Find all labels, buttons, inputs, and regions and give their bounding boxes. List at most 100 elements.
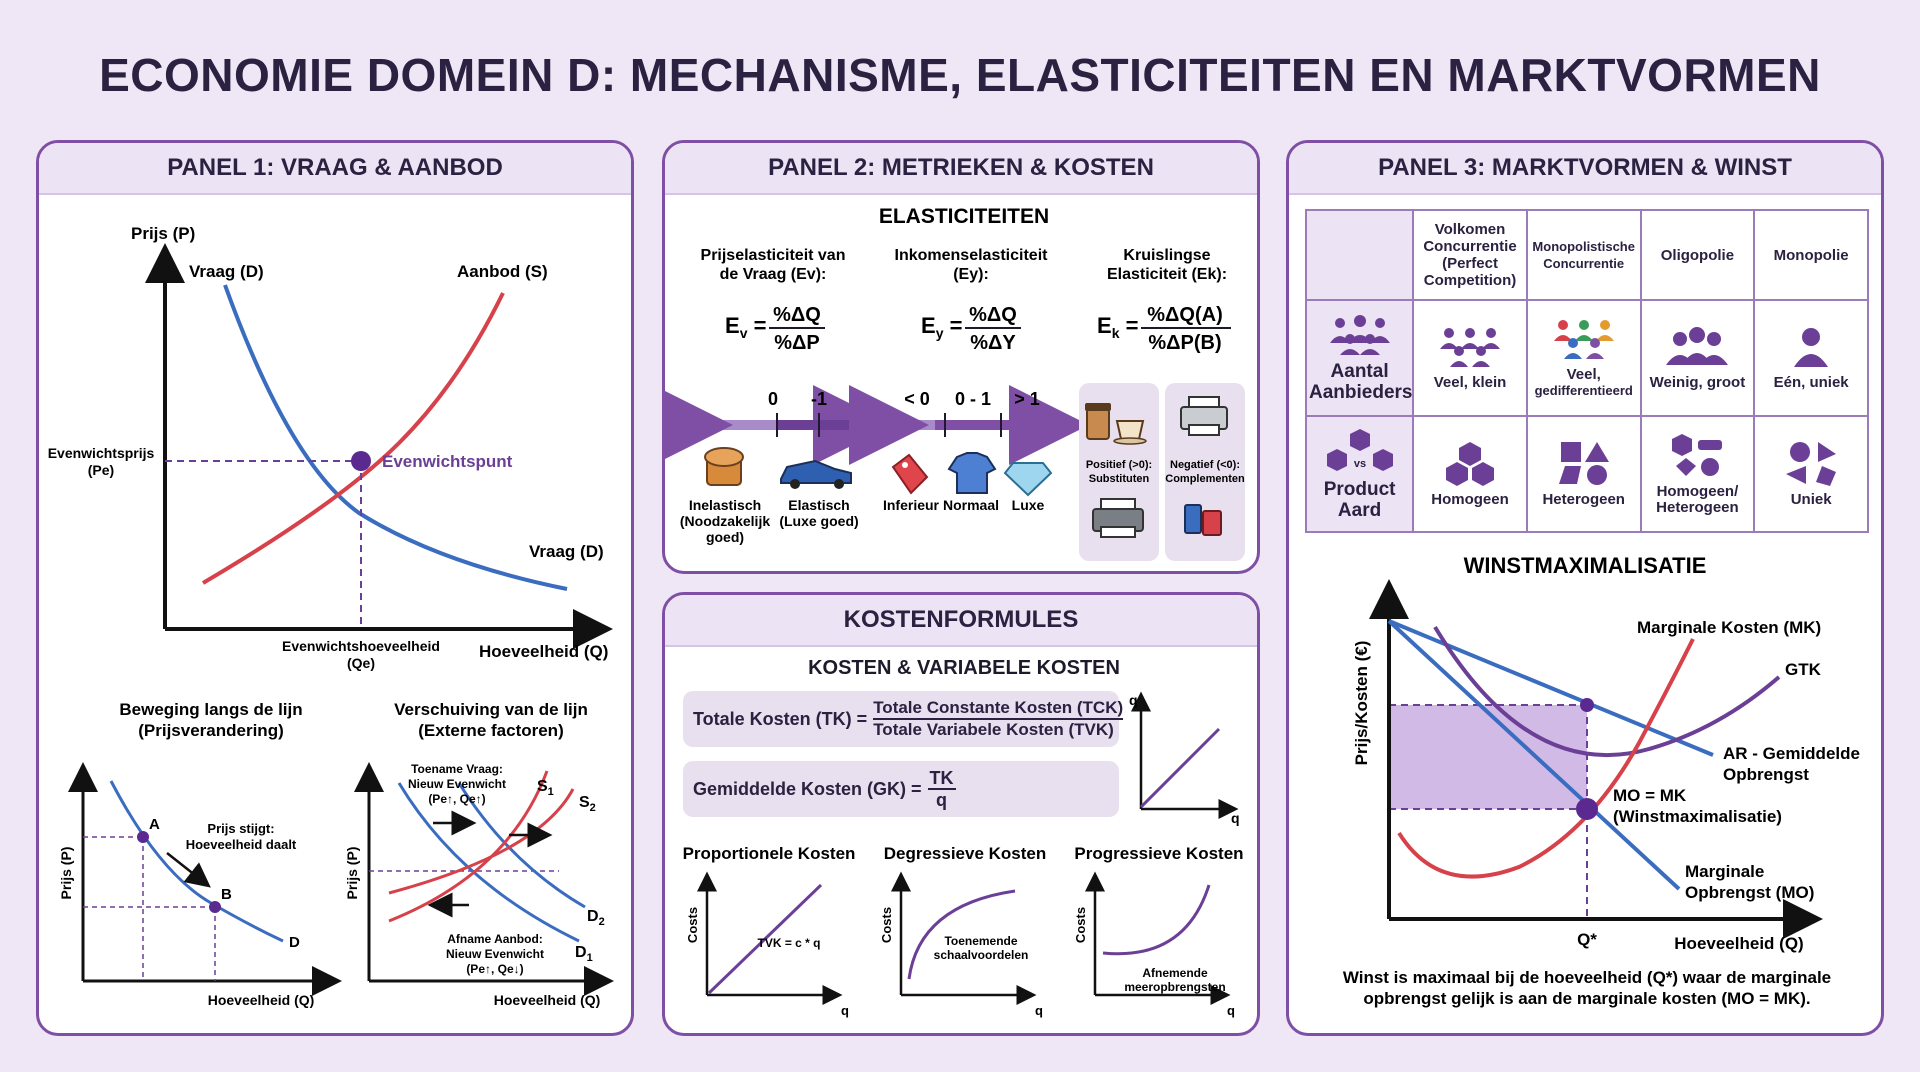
printer-icon-2 bbox=[1180, 396, 1228, 436]
panel-supply-demand: PANEL 1: VRAAG & AANBOD Prijs (P) Hoevee… bbox=[36, 140, 634, 1036]
marginal-revenue-line bbox=[1387, 619, 1681, 891]
mini-cost-line bbox=[1139, 727, 1221, 809]
cell-suppliers-oligopoly: Weinig, groot bbox=[1639, 299, 1756, 417]
degressive-cost-graph: Degressieve Kosten Costs q Toenemende sc… bbox=[879, 844, 1046, 1018]
ev-left-label-2: (Noodzakelijk bbox=[680, 513, 770, 529]
movement-note-1: Prijs stijgt: bbox=[207, 821, 274, 836]
coffee-cup-icon bbox=[1085, 403, 1111, 440]
col-oligopoly: Oligopolie bbox=[1639, 209, 1756, 301]
table-corner bbox=[1304, 209, 1415, 301]
svg-text:q: q bbox=[1227, 1003, 1235, 1018]
cell-product-monopoly: Uniek bbox=[1753, 415, 1869, 533]
shift-demand-d1 bbox=[397, 782, 580, 943]
cubes-versus-icon: vs bbox=[1326, 429, 1393, 471]
cell-suppliers-monopolistic: Veel,gedifferentieerd bbox=[1525, 299, 1642, 417]
mk-label: Marginale Kosten (MK) bbox=[1637, 618, 1821, 637]
movement-demand-curve bbox=[109, 780, 284, 943]
profit-area bbox=[1389, 705, 1587, 809]
ar-label-1: AR - Gemiddelde bbox=[1723, 744, 1860, 763]
movement-arrow bbox=[166, 852, 211, 888]
shift-x-label: Hoeveelheid (Q) bbox=[494, 992, 601, 1008]
ey-tick-a-label: < 0 bbox=[904, 389, 930, 409]
svg-text:Afnemende: Afnemende bbox=[1142, 966, 1208, 980]
ey-symbol: Ey = bbox=[921, 313, 962, 341]
supply-curve bbox=[201, 292, 505, 585]
col-monopoly: Monopolie bbox=[1753, 209, 1869, 301]
ey-label-a: Inferieur bbox=[883, 497, 940, 513]
cell-product-oligopoly: Homogeen/Heterogeen bbox=[1639, 415, 1756, 533]
single-person-icon bbox=[1794, 328, 1829, 367]
total-cost-formula: Totale Kosten (TK) = Totale Constante Ko… bbox=[683, 691, 1124, 747]
costs-subtitle: KOSTEN & VARIABELE KOSTEN bbox=[808, 657, 1120, 679]
ek-title-2: Elasticiteit (Ek): bbox=[1107, 266, 1227, 283]
svg-text:q: q bbox=[841, 1003, 849, 1018]
identical-cubes-icon bbox=[1446, 442, 1494, 486]
mo-mk-point bbox=[1576, 798, 1598, 820]
svg-text:meeropbrengsten: meeropbrengsten bbox=[1124, 980, 1225, 994]
shift-increase-3: (Pe↑, Qe↑) bbox=[428, 792, 485, 806]
progressive-cost-graph: Progressieve Kosten Costs q Afnemende me… bbox=[1073, 844, 1244, 1018]
average-cost-num: TK bbox=[927, 768, 956, 790]
svg-text:Toenemende: Toenemende bbox=[944, 934, 1017, 948]
mini-cost-y-label: q bbox=[1129, 692, 1138, 708]
svg-text:Costs: Costs bbox=[1073, 907, 1088, 943]
total-cost-line-1: Totale Constante Kosten (TCK) bbox=[873, 698, 1124, 720]
eq-price-label-1: Evenwichtsprijs bbox=[48, 445, 155, 461]
movement-y-label: Prijs (P) bbox=[58, 847, 74, 900]
mini-cost-x-label: q bbox=[1231, 810, 1240, 826]
graph-title-degressive: Degressieve Kosten bbox=[884, 844, 1047, 863]
ev-tick-1-label: -1 bbox=[811, 389, 827, 409]
few-people-icon bbox=[1666, 327, 1729, 365]
ev-symbol: Ev = bbox=[725, 313, 766, 341]
equilibrium-point bbox=[351, 451, 371, 471]
printer-icon bbox=[1092, 498, 1144, 538]
mo-label-2: Opbrengst (MO) bbox=[1685, 883, 1814, 902]
panel-2-title: PANEL 2: METRIEKEN & KOSTEN bbox=[665, 143, 1257, 195]
shift-label-s1: S1 bbox=[537, 778, 554, 798]
total-cost-line-2: Totale Variabele Kosten (TVK) bbox=[873, 720, 1114, 739]
shift-title-1: Verschuiving van de lijn bbox=[394, 700, 588, 719]
svg-text:Costs: Costs bbox=[879, 907, 894, 943]
ev-title-1: Prijselasticiteit van bbox=[701, 247, 846, 264]
tea-cup-icon bbox=[1113, 420, 1147, 445]
profit-x-label: Hoeveelheid (Q) bbox=[1674, 934, 1803, 953]
average-revenue-line bbox=[1388, 619, 1714, 757]
movement-title-1: Beweging langs de lijn bbox=[119, 700, 302, 719]
svg-text:schaalvoordelen: schaalvoordelen bbox=[934, 948, 1029, 962]
crowd-icon bbox=[1329, 315, 1390, 355]
profit-caption-1: Winst is maximaal bij de hoeveelheid (Q*… bbox=[1343, 968, 1831, 987]
shift-decrease-3: (Pe↑, Qe↓) bbox=[466, 962, 523, 976]
bread-icon bbox=[704, 447, 744, 486]
ey-label-c: Luxe bbox=[1012, 497, 1045, 513]
svg-text:TVK = c * q: TVK = c * q bbox=[757, 936, 820, 950]
ek-positive-2: Substituten bbox=[1089, 473, 1150, 485]
ev-left-label-3: goed) bbox=[706, 529, 744, 545]
ek-title-1: Kruislingse bbox=[1123, 247, 1210, 264]
svg-text:q: q bbox=[1035, 1003, 1043, 1018]
movement-label-b: B bbox=[221, 886, 232, 903]
graph-title-progressive: Progressieve Kosten bbox=[1074, 844, 1243, 863]
movement-point-b bbox=[209, 901, 221, 913]
demand-bottom-label: Vraag (D) bbox=[529, 542, 604, 561]
ey-title-1: Inkomenselasticiteit bbox=[895, 247, 1049, 264]
average-cost-label: Gemiddelde Kosten (GK) = bbox=[693, 778, 922, 799]
shift-increase-1: Toename Vraag: bbox=[411, 762, 503, 776]
ey-title-2: (Ey): bbox=[953, 266, 989, 283]
shift-label-d2: D2 bbox=[587, 908, 605, 928]
shift-increase-2: Nieuw Evenwicht bbox=[408, 777, 506, 791]
ev-right-label-1: Elastisch bbox=[788, 497, 849, 513]
movement-label-d: D bbox=[289, 934, 300, 951]
ev-right-label-2: (Luxe goed) bbox=[779, 513, 858, 529]
shift-demand-d2 bbox=[457, 782, 586, 909]
mo-label-1: Marginale bbox=[1685, 862, 1764, 881]
average-total-cost-curve bbox=[1433, 625, 1781, 758]
mixed-shapes-icon bbox=[1558, 442, 1609, 485]
movement-x-label: Hoeveelheid (Q) bbox=[208, 992, 315, 1008]
shift-label-d1: D1 bbox=[575, 944, 593, 964]
total-cost-label: Totale Kosten (TK) = bbox=[693, 708, 868, 729]
demand-top-label: Vraag (D) bbox=[189, 262, 264, 281]
diamond-icon bbox=[1003, 462, 1053, 497]
